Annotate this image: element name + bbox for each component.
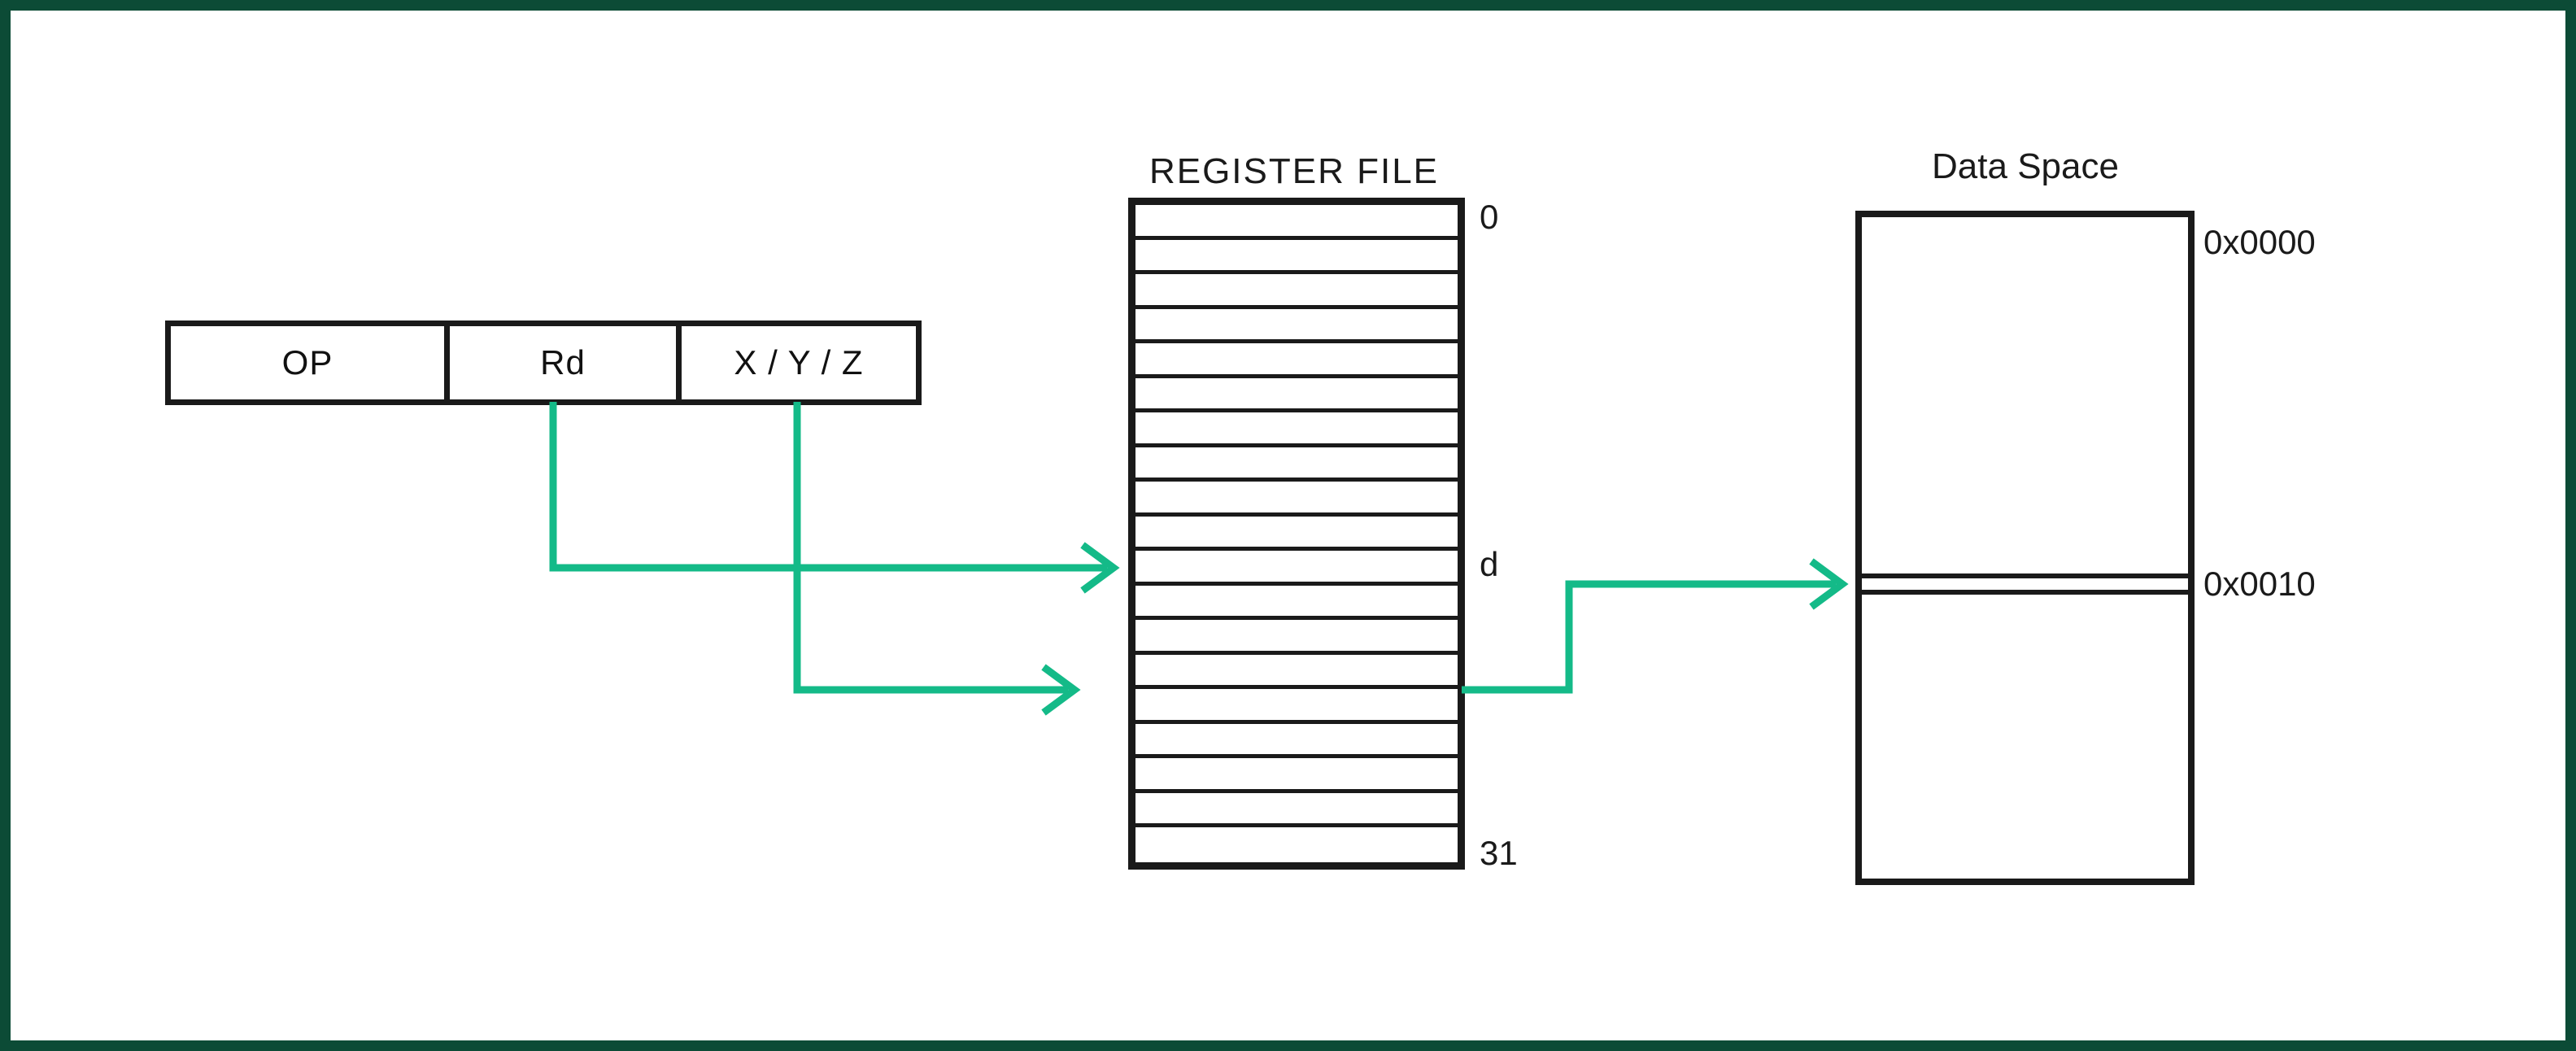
register-file-row (1135, 447, 1458, 482)
register-file-row (1135, 758, 1458, 793)
instruction-field-xyz: X / Y / Z (676, 326, 916, 399)
register-file-label-31: 31 (1480, 834, 1518, 872)
register-file-row (1135, 482, 1458, 517)
register-file-row (1135, 412, 1458, 447)
register-file-row (1135, 585, 1458, 621)
arrow-head-icon (1041, 664, 1081, 716)
register-file-row (1135, 689, 1458, 724)
register-file-row (1135, 205, 1458, 240)
register-file-table (1128, 198, 1465, 870)
data-space-target-cell (1862, 573, 2188, 595)
register-file-title: REGISTER FILE (1149, 151, 1440, 191)
register-file-row (1135, 792, 1458, 828)
arrow-shaft (549, 402, 1107, 572)
data-space-label-0x0010: 0x0010 (2203, 565, 2316, 603)
arrow-head-icon (1080, 542, 1120, 594)
register-file-label-0: 0 (1480, 198, 1499, 236)
register-file-row (1135, 274, 1458, 309)
register-file-row (1135, 377, 1458, 413)
arrow-shaft (1462, 580, 1836, 694)
arrow-shaft (793, 402, 1068, 694)
data-space-title: Data Space (1932, 146, 2119, 186)
arrow-register-file-to-data-space (1462, 558, 1849, 694)
register-file-label-d: d (1480, 545, 1499, 583)
arrow-head-icon (1809, 558, 1849, 610)
instruction-word-box: OP Rd X / Y / Z (165, 321, 922, 405)
register-file-row (1135, 516, 1458, 552)
register-file-row (1135, 827, 1458, 862)
register-file-row (1135, 343, 1458, 378)
register-file-row (1135, 239, 1458, 275)
instruction-field-rd: Rd (444, 326, 676, 399)
data-space-box (1855, 211, 2195, 885)
data-space-label-0x0000: 0x0000 (2203, 223, 2316, 261)
arrow-rd-to-register-file (549, 402, 1120, 594)
register-file-row (1135, 551, 1458, 586)
register-file-row (1135, 654, 1458, 690)
instruction-field-op: OP (281, 343, 333, 382)
register-file-row (1135, 723, 1458, 759)
register-file-row (1135, 308, 1458, 344)
register-file-row (1135, 620, 1458, 655)
arrow-xyz-pointer-to-register-file (793, 402, 1081, 716)
